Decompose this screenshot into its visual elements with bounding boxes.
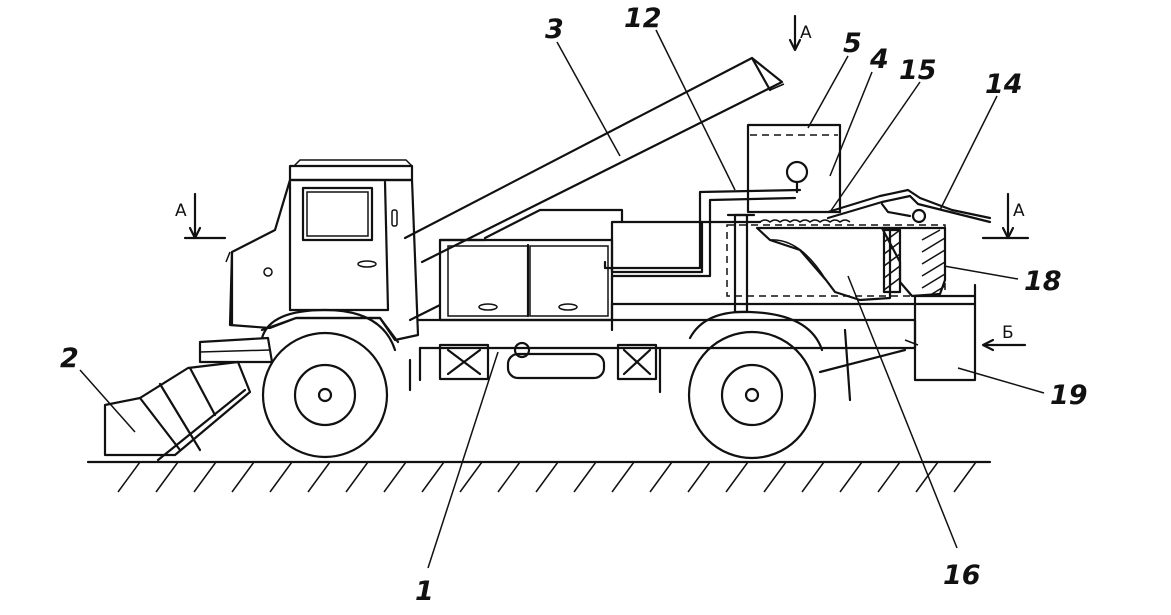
label-4: 4 — [869, 44, 889, 75]
front-plow — [103, 360, 252, 462]
label-5: 5 — [843, 28, 862, 59]
section-a-right: A — [1013, 201, 1025, 221]
label-19: 19 — [1050, 380, 1088, 411]
section-markers — [183, 14, 1030, 352]
rear-wheel — [687, 310, 824, 460]
label-15: 15 — [899, 55, 937, 86]
section-a-left: A — [175, 201, 187, 221]
section-a-top: A — [800, 23, 812, 43]
label-1: 1 — [415, 576, 434, 607]
side-tank — [438, 341, 658, 381]
label-2: 2 — [60, 343, 79, 374]
section-b-right: Б — [1002, 323, 1014, 343]
label-3: 3 — [545, 14, 564, 45]
label-14: 14 — [985, 69, 1023, 100]
ground — [86, 460, 992, 493]
front-wheel — [260, 308, 397, 459]
rear-box — [913, 283, 977, 382]
label-16: 16 — [943, 560, 981, 591]
hopper — [726, 188, 992, 314]
label-12: 12 — [624, 3, 662, 34]
cab — [225, 159, 420, 344]
label-18: 18 — [1024, 266, 1062, 297]
leader-lines — [79, 29, 1045, 569]
pipe — [603, 160, 809, 282]
boom-conveyor — [403, 56, 785, 322]
